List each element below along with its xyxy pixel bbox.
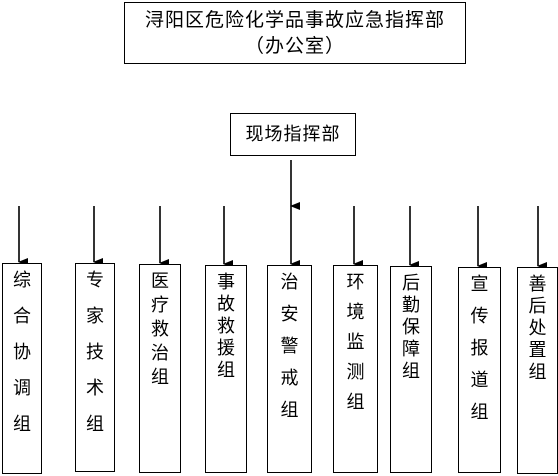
group-box-experts: 专家技术组 (75, 263, 115, 472)
group-label-logistics: 后勤保障组 (402, 273, 420, 382)
group-box-security: 治安警戒组 (267, 265, 312, 473)
group-label-rescue: 事故救援组 (217, 272, 235, 381)
group-label-publicity: 宣传报道组 (470, 274, 489, 423)
group-label-aftermath: 善后处置组 (528, 274, 547, 383)
group-box-aftermath: 善后处置组 (517, 267, 558, 474)
group-box-publicity: 宣传报道组 (458, 267, 501, 473)
field-command-label: 现场指挥部 (245, 124, 341, 145)
group-box-comprehensive: 综合协调组 (2, 263, 42, 474)
group-label-comprehensive: 综合协调组 (13, 270, 31, 435)
group-box-medical: 医疗救治组 (139, 264, 181, 473)
group-label-environment: 环境监测组 (346, 272, 365, 413)
headquarters-subtitle: （办公室） (244, 35, 345, 57)
field-command-box: 现场指挥部 (230, 113, 356, 156)
command-headquarters-box: 浔阳区危险化学品事故应急指挥部 （办公室） (124, 2, 466, 64)
group-box-rescue: 事故救援组 (205, 265, 247, 473)
group-label-experts: 专家技术组 (86, 270, 104, 435)
headquarters-title: 浔阳区危险化学品事故应急指挥部 (144, 9, 445, 31)
group-label-medical: 医疗救治组 (151, 271, 169, 388)
group-box-environment: 环境监测组 (333, 265, 378, 473)
group-box-logistics: 后勤保障组 (390, 266, 432, 473)
group-label-security: 治安警戒组 (280, 272, 299, 421)
